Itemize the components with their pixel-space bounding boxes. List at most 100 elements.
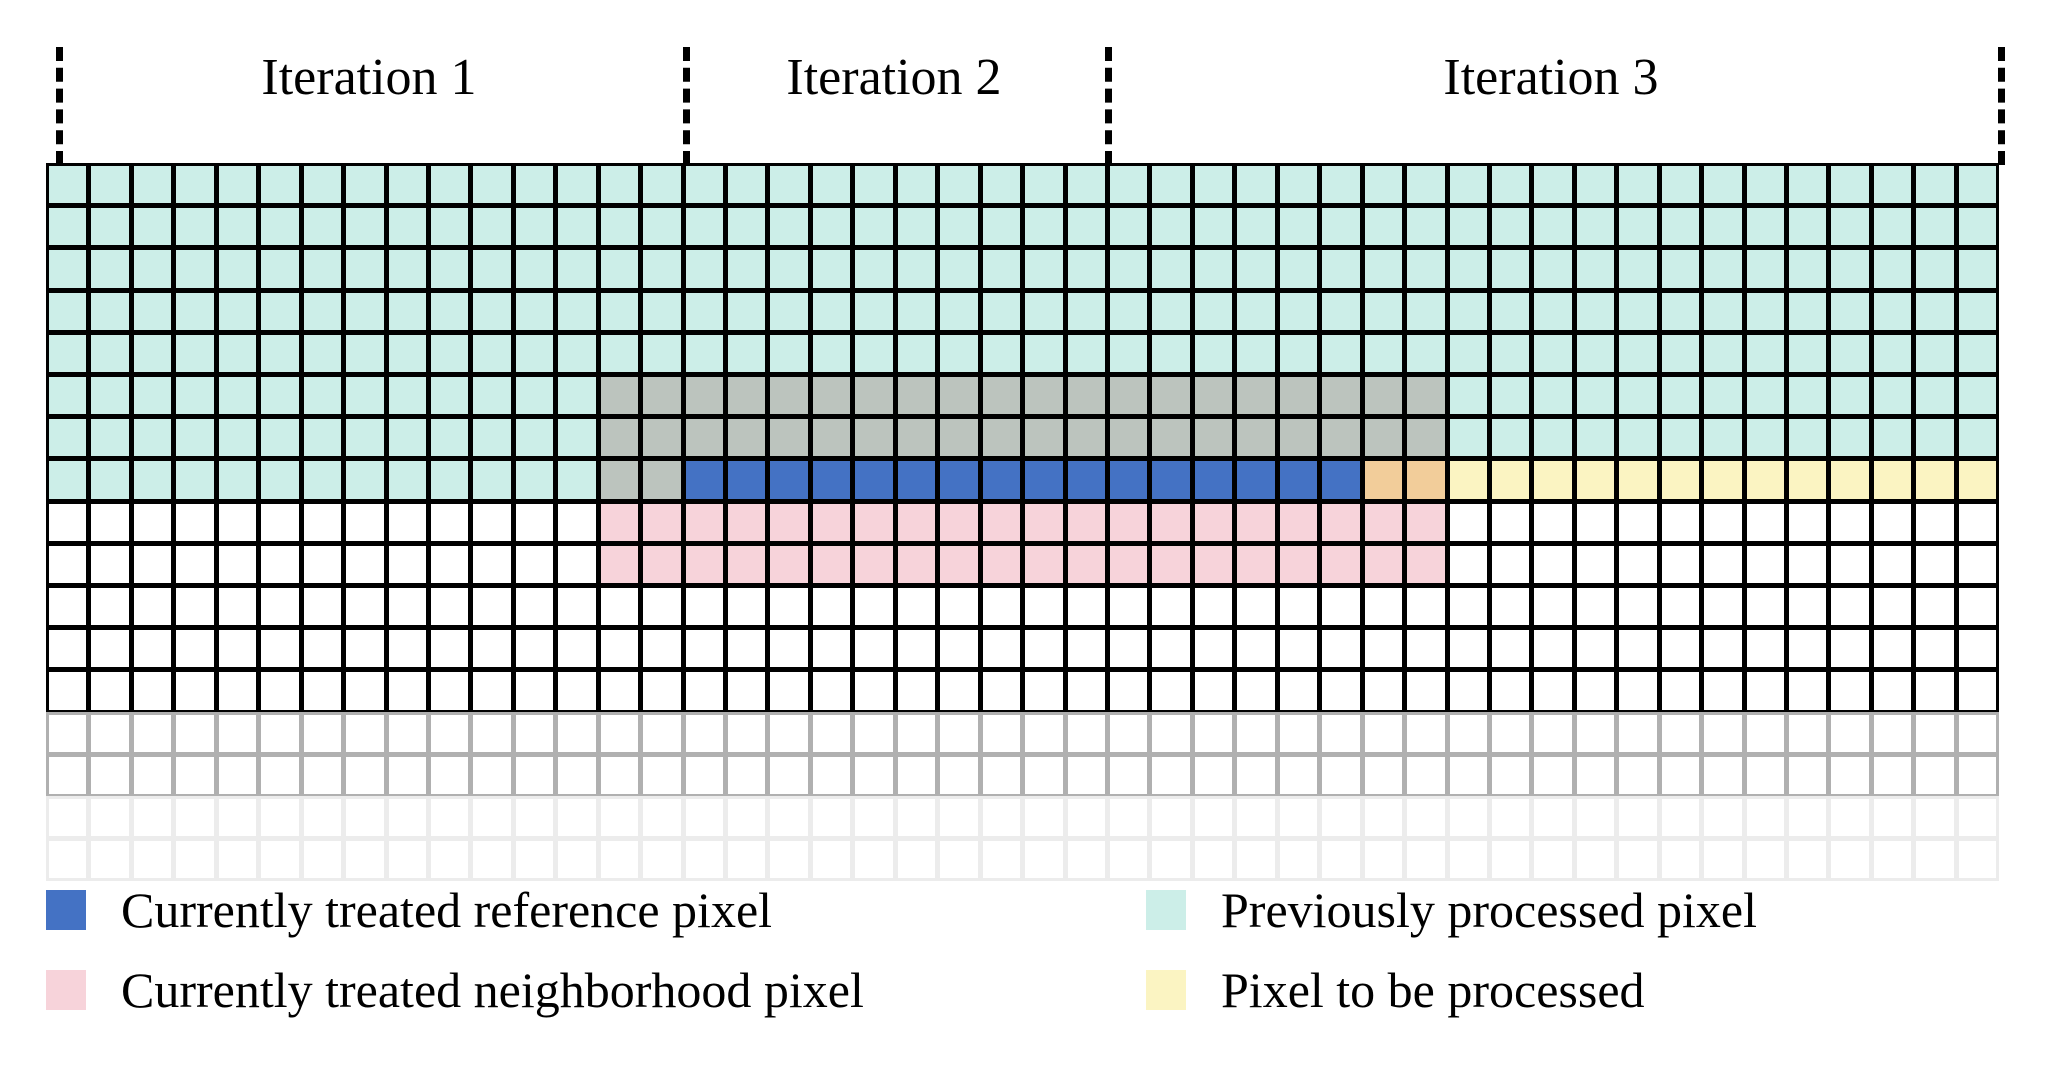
- pixel-neighborhood-window: [597, 458, 642, 502]
- pixel-neighborhood: [1107, 542, 1151, 586]
- pixel-processed: [1786, 374, 1830, 418]
- pixel-processed: [215, 163, 260, 207]
- pixel-empty: [385, 711, 429, 755]
- pixel-processed: [1786, 247, 1830, 291]
- pixel-empty: [1488, 585, 1533, 629]
- pixel-empty: [1743, 542, 1788, 586]
- pixel-empty: [88, 500, 132, 544]
- pixel-processed: [215, 458, 260, 502]
- pixel-empty: [597, 753, 642, 797]
- pixel-neighborhood-window: [682, 374, 727, 418]
- pixel-processed: [512, 247, 557, 291]
- pixel-reference: [1276, 458, 1321, 502]
- pixel-empty: [88, 753, 132, 797]
- pixel-processed: [1786, 289, 1830, 333]
- pixel-empty: [1064, 711, 1108, 755]
- pixel-empty: [88, 796, 132, 840]
- pixel-empty: [1955, 585, 2000, 629]
- pixel-empty: [1531, 585, 1575, 629]
- pixel-neighborhood-window: [937, 374, 981, 418]
- pixel-processed: [1658, 247, 1703, 291]
- pixel-empty: [1276, 669, 1321, 713]
- pixel-processed: [1064, 247, 1108, 291]
- pixel-empty: [1913, 796, 1957, 840]
- pixel-processed: [173, 416, 217, 460]
- pixel-empty: [130, 542, 175, 586]
- pixel-empty: [385, 627, 429, 671]
- pixel-processed: [1022, 163, 1066, 207]
- pixel-empty: [1064, 585, 1108, 629]
- pixel-empty: [1404, 838, 1448, 882]
- pixel-empty: [1913, 669, 1957, 713]
- pixel-empty: [300, 585, 345, 629]
- pixel-empty: [512, 500, 557, 544]
- pixel-processed: [1786, 416, 1830, 460]
- pixel-processed: [46, 289, 90, 333]
- pixel-processed: [258, 374, 302, 418]
- pixel-empty: [88, 711, 132, 755]
- pixel-processed: [215, 289, 260, 333]
- pixel-processed: [512, 374, 557, 418]
- pixel-empty: [1828, 753, 1872, 797]
- pixel-empty: [1870, 711, 1915, 755]
- pixel-empty: [1404, 753, 1448, 797]
- pixel-empty: [1616, 838, 1660, 882]
- pixel-empty: [1488, 711, 1533, 755]
- pixel-empty: [46, 627, 90, 671]
- pixel-processed: [470, 205, 514, 249]
- pixel-processed: [1149, 205, 1193, 249]
- pixel-empty: [1573, 627, 1618, 671]
- pixel-processed: [88, 205, 132, 249]
- pixel-processed: [1446, 374, 1490, 418]
- pixel-processed: [725, 163, 769, 207]
- pixel-processed: [1191, 247, 1236, 291]
- pixel-empty: [1913, 627, 1957, 671]
- pixel-empty: [1531, 796, 1575, 840]
- pixel-empty: [767, 711, 811, 755]
- pixel-empty: [1488, 838, 1533, 882]
- pixel-empty: [979, 711, 1024, 755]
- pixel-empty: [852, 753, 896, 797]
- pixel-empty: [1573, 542, 1618, 586]
- pixel-empty: [1276, 711, 1321, 755]
- pixel-empty: [427, 627, 472, 671]
- pixel-processed: [1786, 205, 1830, 249]
- pixel-empty: [173, 753, 217, 797]
- pixel-empty: [385, 753, 429, 797]
- pixel-processed: [1913, 374, 1957, 418]
- pixel-empty: [1531, 753, 1575, 797]
- pixel-empty: [1404, 585, 1448, 629]
- pixel-empty: [512, 711, 557, 755]
- pixel-processed: [1658, 331, 1703, 375]
- pixel-neighborhood: [809, 542, 854, 586]
- pixel-processed: [512, 458, 557, 502]
- pixel-neighborhood: [1149, 542, 1193, 586]
- pixel-empty: [427, 669, 472, 713]
- pixel-processed: [1107, 331, 1151, 375]
- pixel-processed: [555, 416, 599, 460]
- pixel-empty: [894, 753, 939, 797]
- pixel-processed: [1361, 331, 1406, 375]
- pixel-processed: [1531, 247, 1575, 291]
- pixel-reference: [937, 458, 981, 502]
- pixel-empty: [1022, 669, 1066, 713]
- pixel-processed: [1107, 247, 1151, 291]
- pixel-processed: [470, 458, 514, 502]
- pixel-empty: [1955, 838, 2000, 882]
- pixel-empty: [1828, 585, 1872, 629]
- pixel-neighborhood-window: [767, 374, 811, 418]
- pixel-processed: [1404, 331, 1448, 375]
- pixel-processed: [1234, 331, 1278, 375]
- pixel-processed: [1022, 247, 1066, 291]
- pixel-processed: [130, 331, 175, 375]
- pixel-processed: [427, 416, 472, 460]
- pixel-processed: [46, 205, 90, 249]
- pixel-processed: [1870, 247, 1915, 291]
- pixel-empty: [555, 669, 599, 713]
- pixel-reference: [725, 458, 769, 502]
- pixel-processed: [1446, 205, 1490, 249]
- pixel-empty: [1361, 711, 1406, 755]
- pixel-neighborhood: [1361, 542, 1406, 586]
- pixel-transition: [1361, 458, 1406, 502]
- pixel-processed: [1913, 205, 1957, 249]
